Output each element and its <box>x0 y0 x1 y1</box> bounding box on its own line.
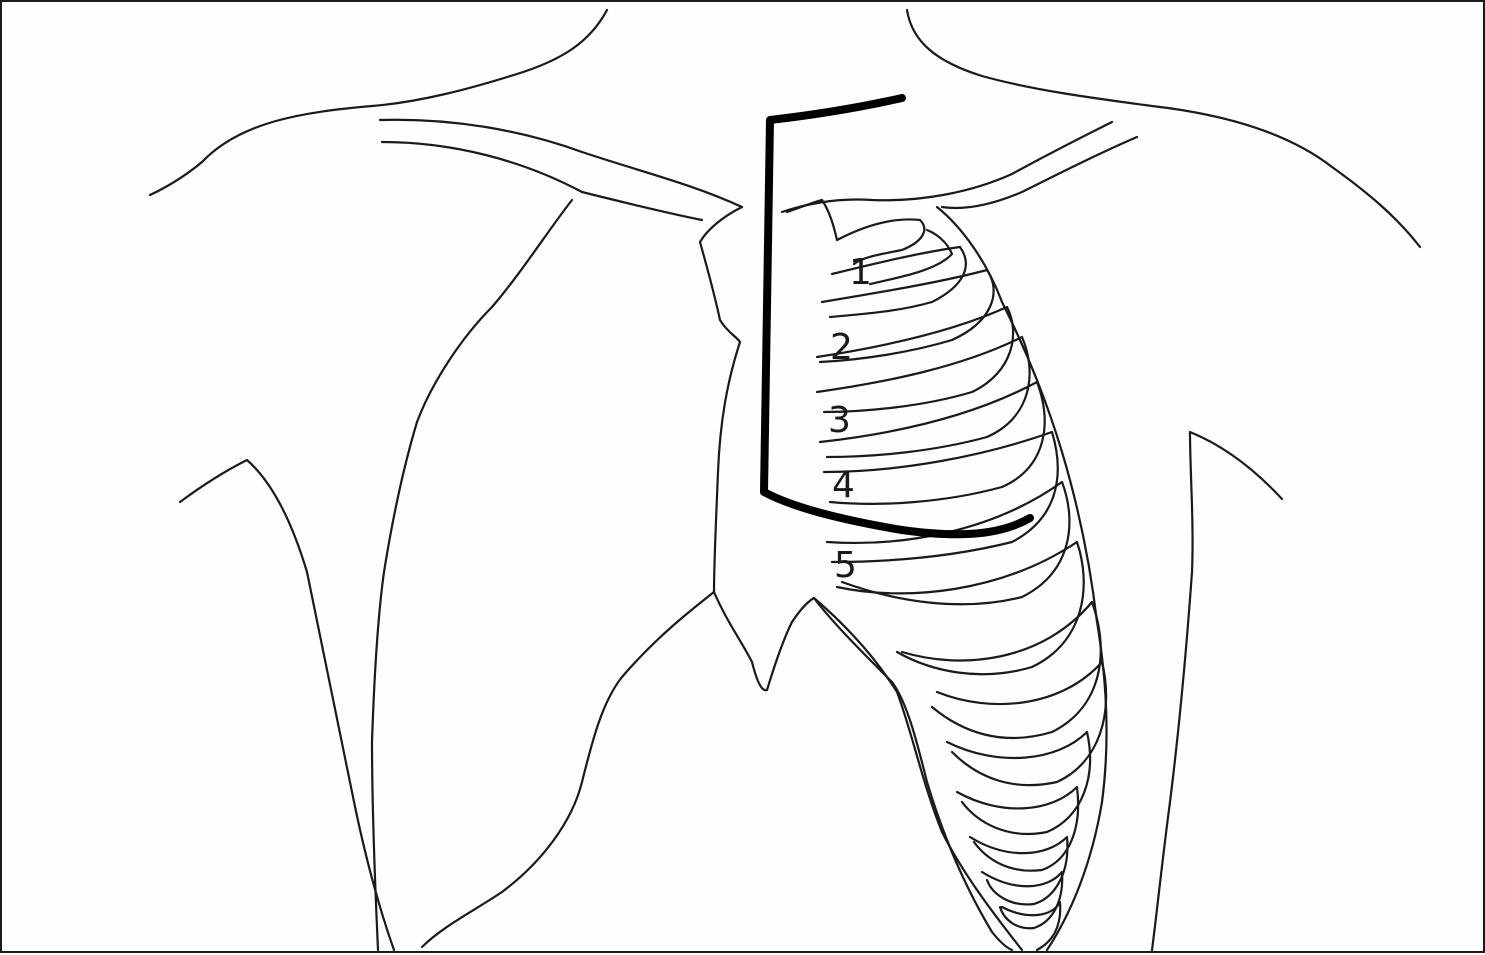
rib-labels: 1 2 3 4 5 <box>828 252 872 586</box>
rib-label-5: 5 <box>834 545 857 586</box>
rib-cage-outer-edge <box>937 207 1107 950</box>
right-clavicle-upper <box>782 122 1112 212</box>
left-clavicle-lower <box>382 142 702 220</box>
left-pectoral-line <box>372 200 572 950</box>
rib-label-2: 2 <box>830 327 853 368</box>
rib-5-upper <box>827 482 1069 604</box>
incision-line <box>764 98 1030 534</box>
torso-contours <box>372 200 1022 950</box>
rib-1b <box>870 230 952 284</box>
rib-label-4: 4 <box>832 465 855 506</box>
left-neck-shoulder <box>150 10 607 195</box>
rib-6 <box>902 602 1101 738</box>
rib-11 <box>982 872 1062 928</box>
rib-8 <box>947 732 1090 834</box>
rib-7 <box>937 662 1106 785</box>
right-clavicle-lower <box>942 137 1137 208</box>
right-arm-outline <box>1152 432 1282 950</box>
sternum-notch <box>787 200 837 240</box>
left-clavicle-upper <box>380 120 742 207</box>
rib-label-3: 3 <box>828 400 851 441</box>
body-outline <box>150 10 1420 950</box>
sternum-right-edge <box>767 598 814 690</box>
rib-label-1: 1 <box>849 252 872 293</box>
rib-9 <box>957 787 1078 871</box>
left-lower-chest-line <box>422 592 714 947</box>
clavicles <box>380 120 1137 220</box>
right-lower-chest-line <box>814 598 1022 950</box>
left-arm-outline <box>180 460 394 950</box>
sternum-left-edge <box>700 207 767 690</box>
right-neck-shoulder <box>907 10 1420 247</box>
rib-cage <box>814 207 1107 950</box>
